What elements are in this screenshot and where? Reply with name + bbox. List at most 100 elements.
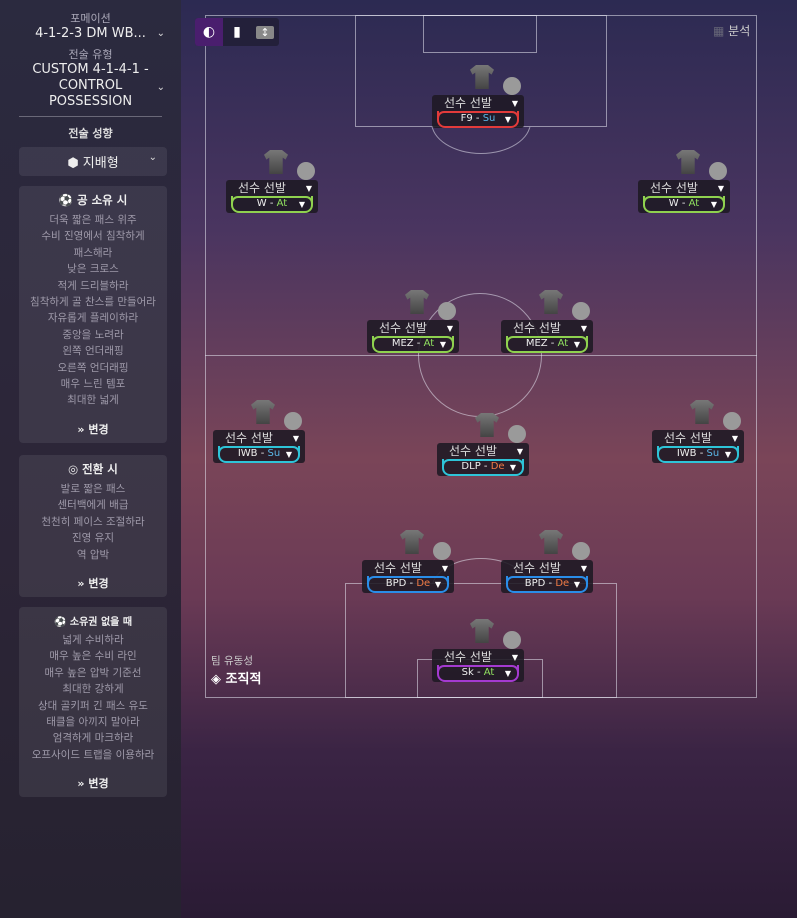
role-dropdown[interactable]: BPD - De▼ bbox=[367, 576, 449, 593]
view-toolbar: ◐ ▮ ↕ bbox=[195, 18, 279, 46]
change-label: 변경 bbox=[88, 422, 109, 436]
player-status-dot bbox=[438, 302, 456, 320]
select-player-dropdown[interactable]: 선수 선발▼ bbox=[213, 430, 305, 447]
instruction-item: 상대 골키퍼 긴 패스 유도 bbox=[38, 699, 148, 712]
change-button[interactable]: » 변경 bbox=[77, 777, 109, 791]
caret-down-icon: ▼ bbox=[511, 653, 518, 662]
player-slot-iwb[interactable]: 선수 선발▼ IWB - Su▼ bbox=[213, 400, 305, 470]
tactic-value: POSSESSION bbox=[48, 94, 133, 109]
select-player-dropdown[interactable]: 선수 선발▼ bbox=[638, 180, 730, 197]
player-slot-bpd[interactable]: 선수 선발▼ BPD - De▼ bbox=[362, 530, 454, 600]
player-card[interactable]: 선수 선발▼ W - At▼ bbox=[226, 180, 318, 213]
change-button[interactable]: » 변경 bbox=[77, 576, 109, 590]
analysis-button[interactable]: ▦ 분석 bbox=[713, 22, 750, 39]
role-label: BPD bbox=[524, 578, 546, 589]
player-card[interactable]: 선수 선발▼ F9 - Su▼ bbox=[432, 95, 524, 128]
player-card[interactable]: 선수 선발▼ W - At▼ bbox=[638, 180, 730, 213]
select-player-dropdown[interactable]: 선수 선발▼ bbox=[432, 649, 524, 666]
select-player-label: 선수 선발 bbox=[238, 181, 286, 195]
player-card[interactable]: 선수 선발▼ BPD - De▼ bbox=[501, 560, 593, 593]
duty-label: Su bbox=[482, 113, 496, 124]
instruction-item: 최대한 강하게 bbox=[62, 683, 124, 696]
bar-chart-icon[interactable]: ▮ bbox=[233, 24, 241, 40]
player-status-dot bbox=[433, 542, 451, 560]
pitch: ◐ ▮ ↕ ▦ 분석 팀 유동성 ◈ 조직적 선수 선발▼ F9 - Su▼ 선… bbox=[181, 0, 797, 918]
instruction-item: 천천히 페이스 조절하라 bbox=[41, 515, 145, 528]
select-player-dropdown[interactable]: 선수 선발▼ bbox=[367, 320, 459, 337]
role-label: F9 bbox=[460, 113, 473, 124]
role-dropdown[interactable]: Sk - At▼ bbox=[437, 665, 519, 682]
player-status-dot bbox=[723, 412, 741, 430]
duty-label: Su bbox=[706, 448, 720, 459]
caret-down-icon: ▼ bbox=[717, 184, 724, 193]
role-dropdown[interactable]: IWB - Su▼ bbox=[657, 446, 739, 463]
player-slot-mez[interactable]: 선수 선발▼ MEZ - At▼ bbox=[501, 290, 593, 360]
change-button[interactable]: » 변경 bbox=[77, 422, 109, 436]
player-slot-w[interactable]: 선수 선발▼ W - At▼ bbox=[226, 150, 318, 220]
player-card[interactable]: 선수 선발▼ Sk - At▼ bbox=[432, 649, 524, 682]
player-slot-sk[interactable]: 선수 선발▼ Sk - At▼ bbox=[432, 619, 524, 689]
style-select[interactable]: ⬢ 지배형⌄ bbox=[19, 147, 167, 176]
role-dropdown[interactable]: W - At▼ bbox=[231, 196, 313, 213]
panel-title: 전환 시 bbox=[82, 461, 118, 476]
player-card[interactable]: 선수 선발▼ DLP - De▼ bbox=[437, 443, 529, 476]
instruction-item: 오프사이드 트랩을 이용하라 bbox=[31, 748, 155, 761]
instruction-item: 왼쪽 언더래핑 bbox=[62, 345, 124, 358]
tactic-label: 전술 유형 bbox=[68, 48, 113, 61]
caret-down-icon: ▼ bbox=[504, 115, 511, 124]
select-player-dropdown[interactable]: 선수 선발▼ bbox=[226, 180, 318, 197]
player-card[interactable]: 선수 선발▼ MEZ - At▼ bbox=[367, 320, 459, 353]
role-dropdown[interactable]: F9 - Su▼ bbox=[437, 111, 519, 128]
formation-select[interactable]: 4-1-2-3 DM WB... ⌄ bbox=[0, 26, 181, 42]
select-player-dropdown[interactable]: 선수 선발▼ bbox=[432, 95, 524, 112]
contrast-icon[interactable]: ◐ bbox=[195, 18, 223, 46]
select-player-label: 선수 선발 bbox=[374, 561, 422, 575]
caret-down-icon: ▼ bbox=[509, 463, 516, 472]
player-slot-dlp[interactable]: 선수 선발▼ DLP - De▼ bbox=[437, 413, 529, 483]
player-slot-f9[interactable]: 선수 선발▼ F9 - Su▼ bbox=[432, 65, 524, 135]
caret-down-icon: ▼ bbox=[573, 580, 580, 589]
player-slot-iwb[interactable]: 선수 선발▼ IWB - Su▼ bbox=[652, 400, 744, 470]
select-player-dropdown[interactable]: 선수 선발▼ bbox=[501, 320, 593, 337]
role-label: BPD bbox=[385, 578, 407, 589]
divider bbox=[19, 116, 162, 117]
role-dropdown[interactable]: MEZ - At▼ bbox=[506, 336, 588, 353]
player-card[interactable]: 선수 선발▼ BPD - De▼ bbox=[362, 560, 454, 593]
role-dropdown[interactable]: MEZ - At▼ bbox=[372, 336, 454, 353]
tactic-select[interactable]: CUSTOM 4-1-4-1 - CONTROL POSSESSION ⌄ bbox=[0, 62, 181, 110]
player-slot-bpd[interactable]: 선수 선발▼ BPD - De▼ bbox=[501, 530, 593, 600]
caret-down-icon: ▼ bbox=[298, 200, 305, 209]
instruction-item: 매우 높은 수비 라인 bbox=[49, 650, 137, 663]
player-card[interactable]: 선수 선발▼ IWB - Su▼ bbox=[213, 430, 305, 463]
duty-label: At bbox=[688, 198, 700, 209]
sidebar: 포메이션 4-1-2-3 DM WB... ⌄ 전술 유형 CUSTOM 4-1-… bbox=[0, 0, 181, 918]
role-dropdown[interactable]: IWB - Su▼ bbox=[218, 446, 300, 463]
ball-icon: ⚽ bbox=[53, 616, 70, 628]
caret-down-icon: ▼ bbox=[285, 450, 292, 459]
select-player-dropdown[interactable]: 선수 선발▼ bbox=[437, 443, 529, 460]
select-player-dropdown[interactable]: 선수 선발▼ bbox=[362, 560, 454, 577]
instruction-item: 중앙을 노려라 bbox=[62, 328, 124, 341]
formation-value: 4-1-2-3 DM WB... bbox=[35, 26, 146, 41]
info-card-icon[interactable]: ↕ bbox=[251, 18, 279, 46]
role-dropdown[interactable]: DLP - De▼ bbox=[442, 459, 524, 476]
player-slot-mez[interactable]: 선수 선발▼ MEZ - At▼ bbox=[367, 290, 459, 360]
select-player-dropdown[interactable]: 선수 선발▼ bbox=[652, 430, 744, 447]
select-player-dropdown[interactable]: 선수 선발▼ bbox=[501, 560, 593, 577]
caret-down-icon: ▼ bbox=[731, 434, 738, 443]
player-card[interactable]: 선수 선발▼ MEZ - At▼ bbox=[501, 320, 593, 353]
chevron-down-icon: ⌄ bbox=[156, 28, 165, 39]
select-player-label: 선수 선발 bbox=[379, 321, 427, 335]
instruction-item: 수비 진영에서 침착하게 bbox=[41, 230, 145, 243]
player-card[interactable]: 선수 선발▼ IWB - Su▼ bbox=[652, 430, 744, 463]
formation-label: 포메이션 bbox=[70, 12, 111, 25]
player-status-dot bbox=[709, 162, 727, 180]
select-player-label: 선수 선발 bbox=[513, 561, 561, 575]
role-dropdown[interactable]: BPD - De▼ bbox=[506, 576, 588, 593]
style-value: 지배형 bbox=[82, 156, 119, 171]
select-player-label: 선수 선발 bbox=[449, 444, 497, 458]
role-label: IWB bbox=[237, 448, 258, 459]
role-dropdown[interactable]: W - At▼ bbox=[643, 196, 725, 213]
player-slot-w[interactable]: 선수 선발▼ W - At▼ bbox=[638, 150, 730, 220]
